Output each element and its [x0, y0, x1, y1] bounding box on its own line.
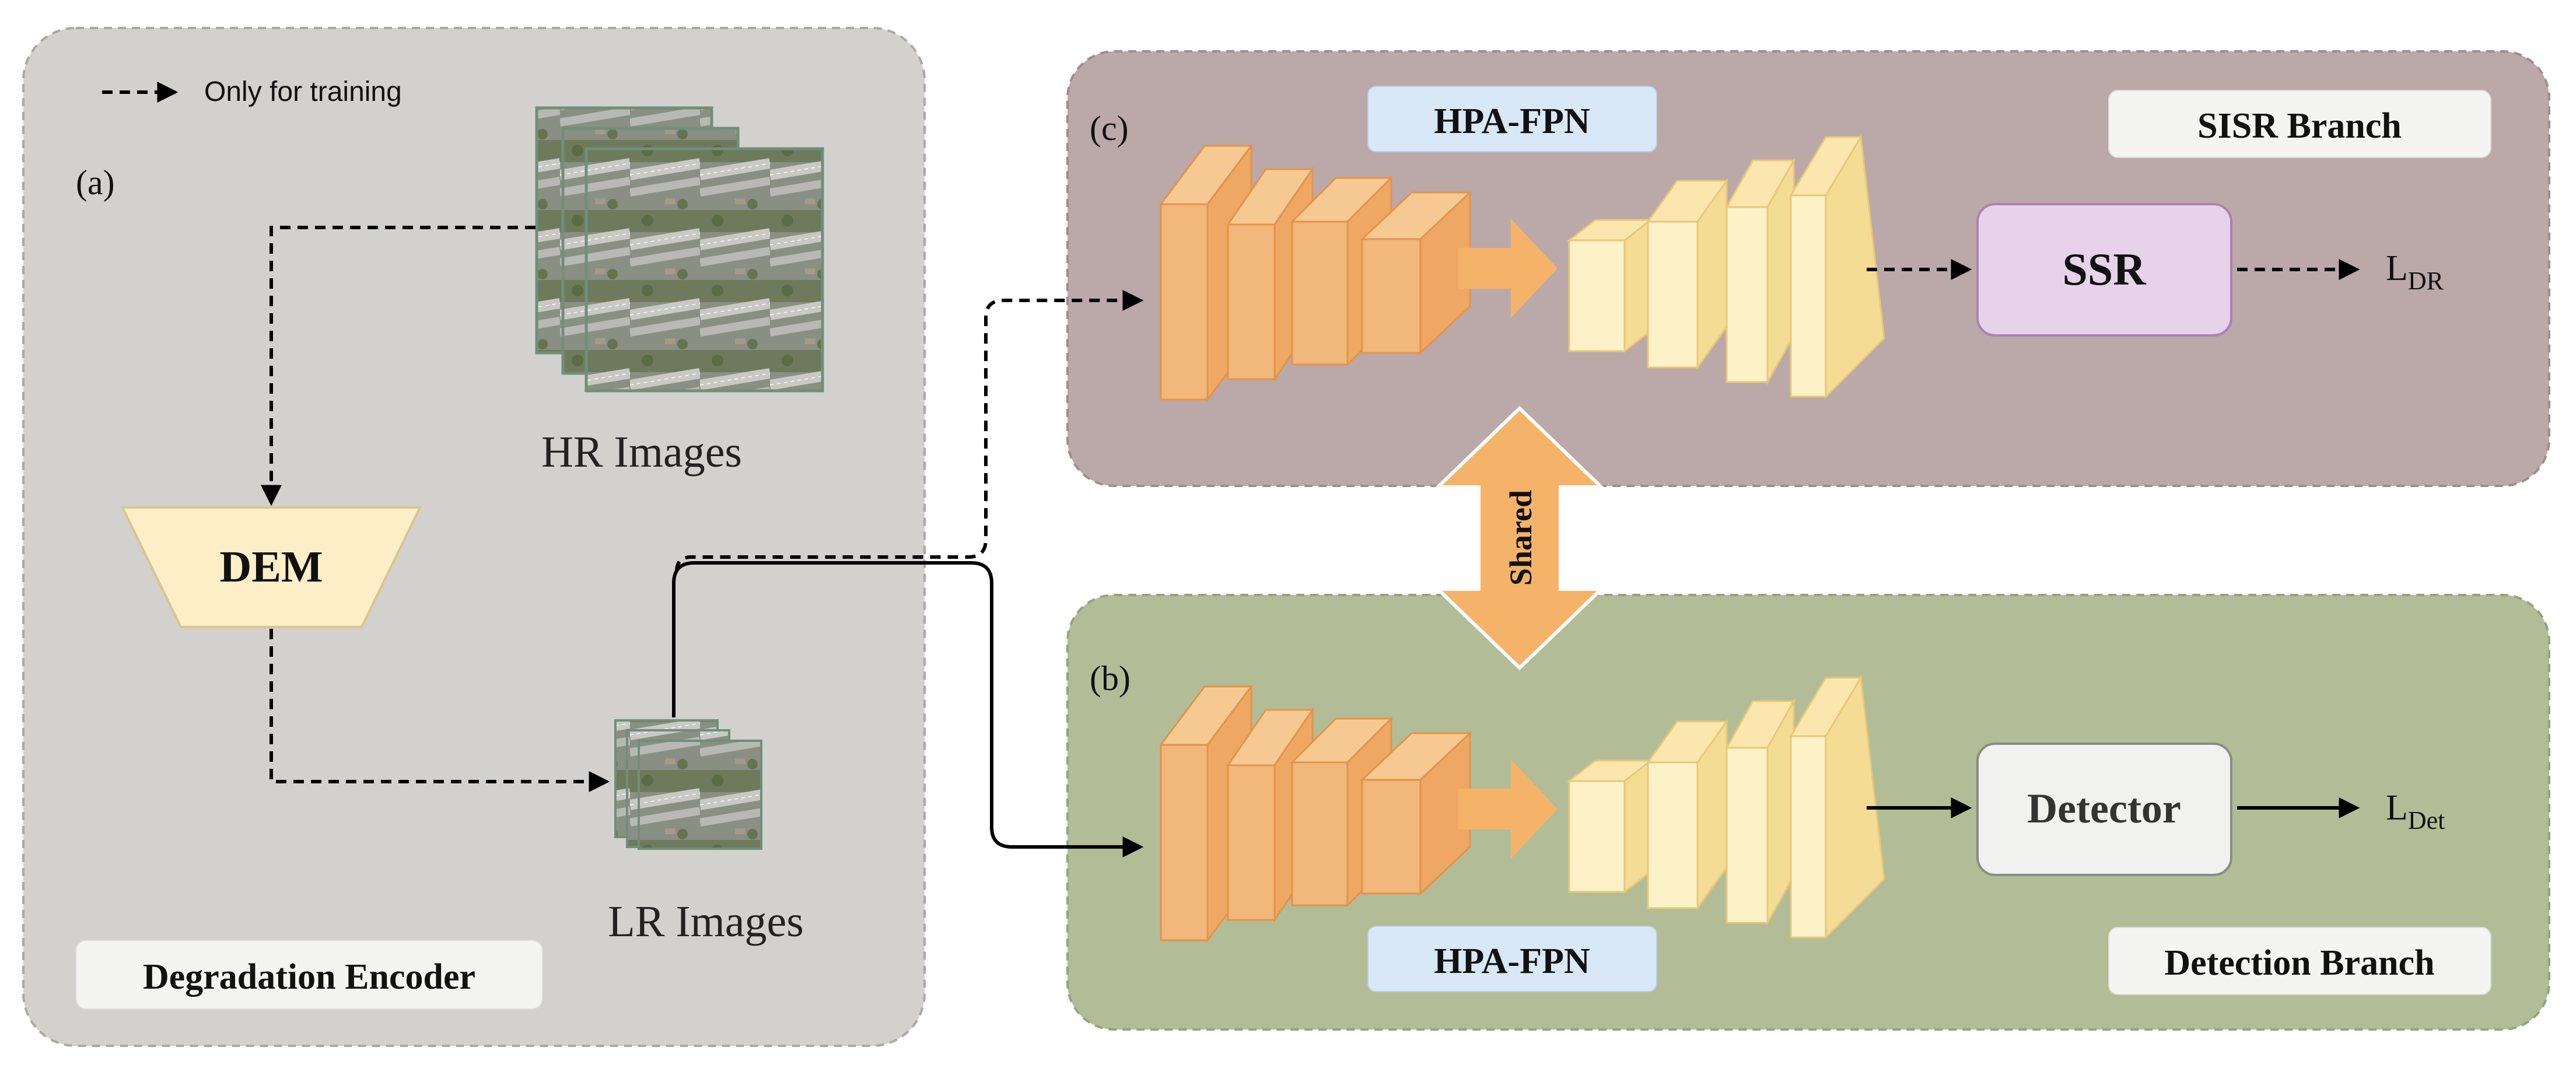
- sisr-title-box: [2108, 90, 2491, 158]
- dem-to-lr-arrow: [270, 629, 610, 792]
- detection-fpn-label-box: [1367, 926, 1657, 992]
- encoder-panel-letter: (a): [76, 163, 115, 202]
- detection-loss-main: L: [2386, 788, 2408, 828]
- shared-double-arrow: [1433, 405, 1606, 671]
- detection-loss: LDet: [2386, 788, 2445, 835]
- encoder-title: Degradation Encoder: [143, 957, 475, 997]
- detection-loss-sub: Det: [2408, 806, 2445, 835]
- detector-label: Detector: [2027, 785, 2181, 832]
- detection-fpn-decoder-blocks: [1566, 675, 1885, 940]
- ssr-block: [1976, 203, 2232, 337]
- sisr-fpn-decoder-blocks: [1566, 134, 1885, 399]
- sisr-fpn-label-box: [1367, 86, 1657, 152]
- sisr-loss-sub: DR: [2408, 267, 2444, 295]
- sisr-loss: LDR: [2386, 248, 2444, 295]
- sisr-fpn-label: HPA-FPN: [1434, 101, 1590, 141]
- legend-label: Only for training: [204, 76, 402, 107]
- hr-to-dem-arrow: [261, 226, 536, 506]
- detection-fpn-encoder-blocks: [1159, 684, 1472, 943]
- sisr-transition-arrow: [1458, 219, 1558, 318]
- sisr-title: SISR Branch: [2197, 106, 2402, 146]
- ssr-label: SSR: [2062, 244, 2147, 295]
- hr-images-label: HR Images: [541, 428, 742, 477]
- lr-images-stack: [614, 719, 762, 850]
- encoder-title-box: [75, 940, 543, 1010]
- hr-images-stack: [535, 106, 824, 393]
- dem-block: [120, 506, 422, 628]
- sisr-loss-main: L: [2386, 248, 2408, 288]
- dem-label: DEM: [219, 542, 323, 591]
- detection-title: Detection Branch: [2164, 943, 2434, 983]
- shared-label: Shared: [1503, 490, 1538, 586]
- detection-title-box: [2108, 927, 2491, 995]
- detection-fpn-label: HPA-FPN: [1434, 941, 1590, 981]
- detection-transition-arrow: [1458, 759, 1558, 859]
- sisr-fpn-encoder-blocks: [1159, 143, 1472, 402]
- lr-to-sisr-arrow: [675, 290, 1144, 572]
- sisr-panel-letter: (c): [1090, 109, 1129, 148]
- detector-block: [1976, 743, 2232, 876]
- lr-images-label: LR Images: [608, 897, 804, 946]
- detection-panel-letter: (b): [1090, 659, 1130, 698]
